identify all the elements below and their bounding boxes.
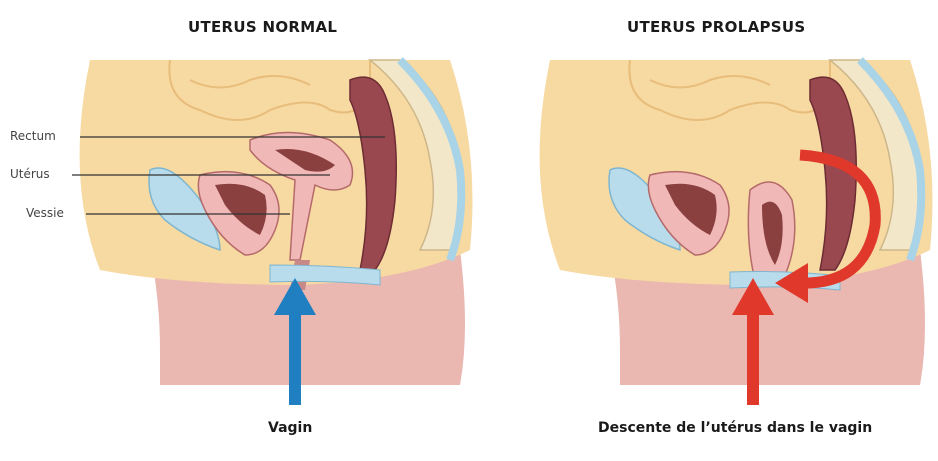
- prolapse-title: UTERUS PROLAPSUS: [627, 18, 806, 36]
- bladder-label: Vessie: [26, 206, 64, 220]
- rectum-label: Rectum: [10, 129, 56, 143]
- rectum: [349, 76, 397, 271]
- prolapse-arrow-up: [732, 278, 774, 405]
- prolapse-curved-arrow: [775, 149, 881, 303]
- normal-panel: [80, 60, 473, 385]
- normal-caption: Vagin: [268, 420, 313, 436]
- uterus-label: Utérus: [10, 167, 50, 181]
- normal-title: UTERUS NORMAL: [188, 18, 338, 36]
- prolapse-caption: Descente de l’utérus dans le vagin: [598, 420, 873, 436]
- vagina-arrow: [274, 278, 316, 405]
